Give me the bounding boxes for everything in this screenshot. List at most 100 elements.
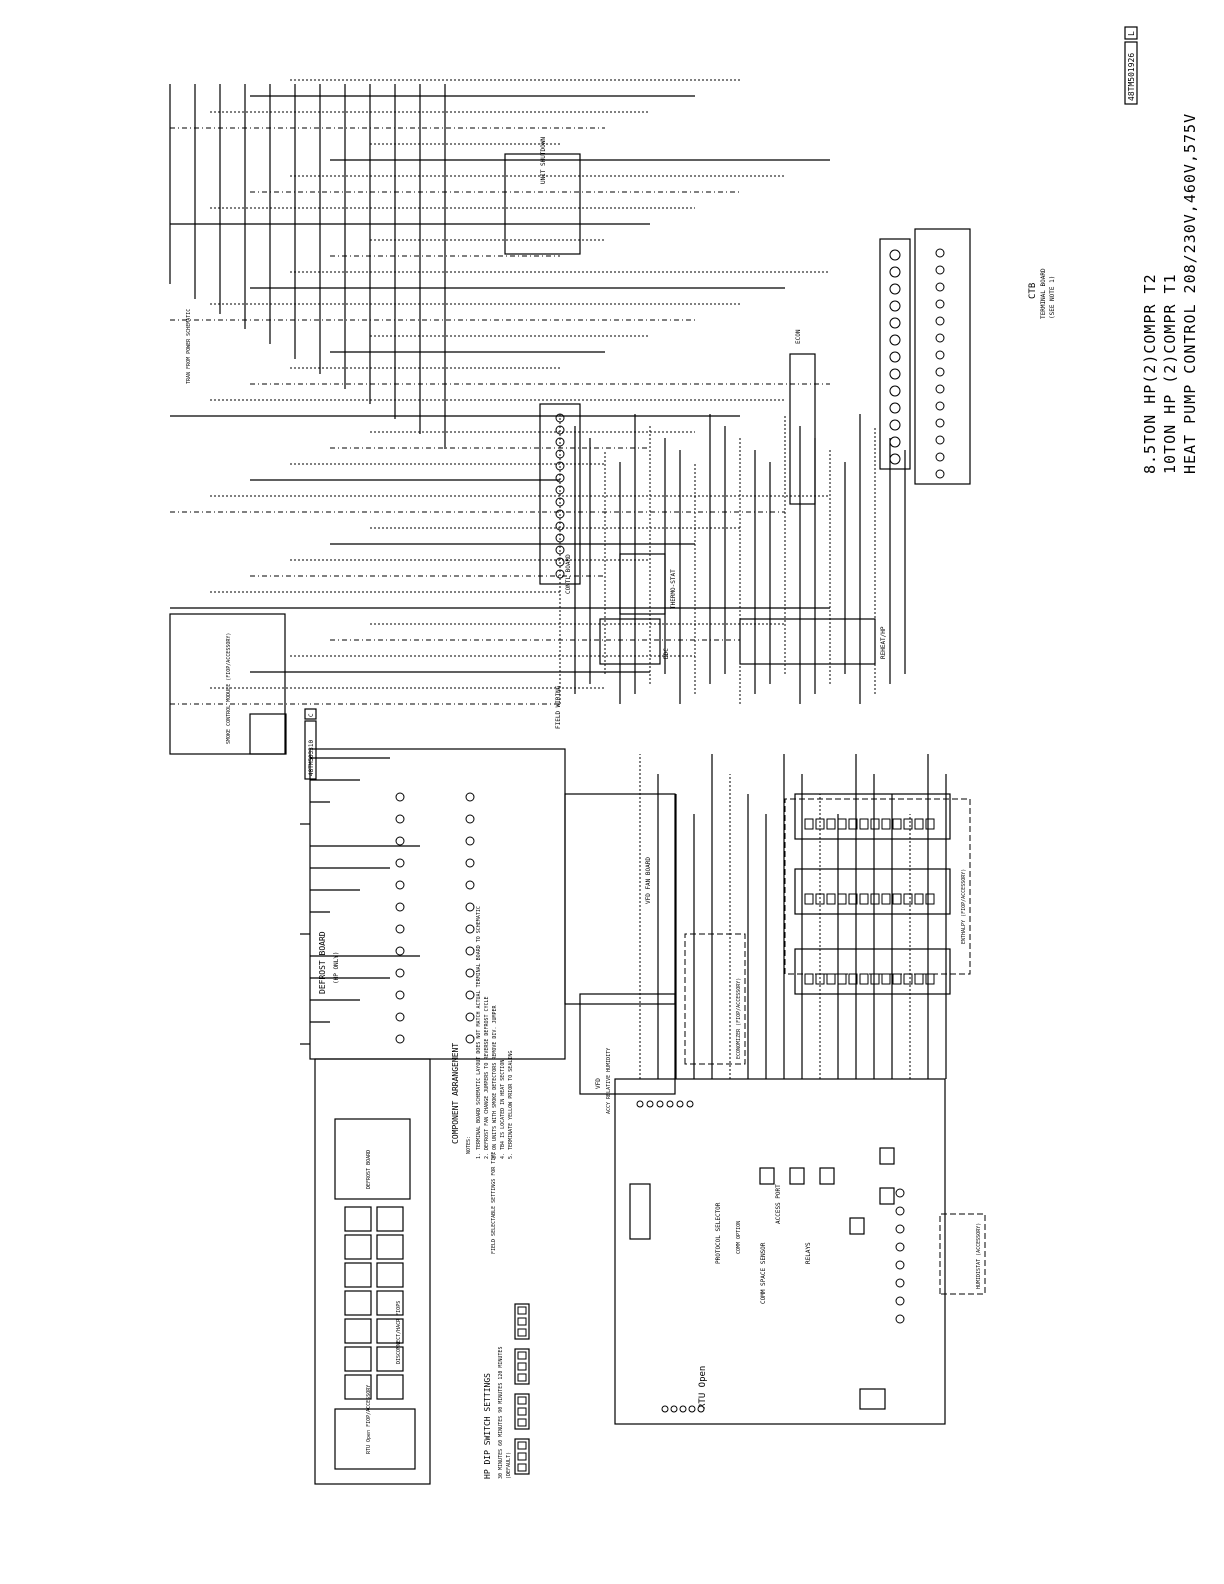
pl6-pin [903, 973, 913, 985]
terminal-pin [465, 968, 475, 978]
terminal-pin [676, 1100, 684, 1108]
ctb-sub-label: TERMINAL BOARD [1040, 268, 1047, 319]
note-1: 1. TERMINAL BOARD SCHEMATIC LAYOUT DOES … [476, 906, 482, 1159]
component-disconnect-label: DISCONNECT/HACR FIOPS [396, 1301, 402, 1364]
humidistat-label: HUMIDISTAT (ACCESSORY) [976, 1223, 982, 1289]
pl6-pin [870, 818, 880, 830]
dip-default: (DEFAULT) [506, 1452, 512, 1479]
dip-switch-toggle [517, 1373, 527, 1382]
terminal-pin [465, 858, 475, 868]
pl6-pin [826, 893, 836, 905]
dip-switch-toggle [517, 1351, 527, 1360]
pl6-pin [870, 893, 880, 905]
ddc-block: DDC [599, 618, 670, 665]
humidity-label: ACCY RELATIVE HUMIDITY [606, 1048, 612, 1114]
component-box [376, 1318, 404, 1344]
relay-block [759, 1167, 775, 1185]
enthalpy-block: ENTHALPY (FIOP/ACCESSORY) [784, 798, 971, 975]
pl6-housing [794, 948, 951, 995]
ddc-label: DDC [663, 648, 670, 659]
vfd-fan-label: VFD FAN BOARD [645, 857, 652, 904]
terminal-pin [889, 300, 901, 312]
component-box [344, 1234, 372, 1260]
title-line2: 10TON HP (2)COMPR T1 [1161, 273, 1179, 474]
notes-block: NOTES: 1. TERMINAL BOARD SCHEMATIC LAYOU… [466, 906, 514, 1159]
relay-block [789, 1167, 805, 1185]
pl6-pin [925, 893, 935, 905]
thermostat-block: THERMO-STAT [619, 553, 677, 615]
component-box [376, 1234, 404, 1260]
relays-label: RELAYS [805, 1242, 812, 1264]
component-box [344, 1206, 372, 1232]
pl6-pin [903, 893, 913, 905]
tran-from-label: TRAN FROM POWER SCHEMATIC [186, 309, 192, 384]
terminal-pin [395, 924, 405, 934]
terminal-pin [889, 334, 901, 346]
defrost-board-label: DEFROST BOARD [318, 931, 327, 994]
economizer-block: ECONOMIZER (FIOP/ACCESSORY) [684, 933, 746, 1065]
terminal-pin [935, 316, 945, 326]
terminal-pin [670, 1405, 678, 1413]
pl6-pin [804, 818, 814, 830]
dip-switch-toggle [517, 1441, 527, 1450]
pl6-pin [914, 893, 924, 905]
component-rtu-label: RTU Open FIOP/ACCESSORY [366, 1385, 372, 1454]
terminal-pin [395, 880, 405, 890]
terminal-pin [895, 1224, 905, 1234]
component-arrangement: COMPONENT ARRANGEMENT DEFROST BOARD RTU … [314, 1043, 460, 1485]
relay-block [819, 1167, 835, 1185]
pl6-pin [804, 893, 814, 905]
pl6-pin [848, 818, 858, 830]
terminal-pin [395, 792, 405, 802]
rtu-open-label: RTU Open [698, 1366, 708, 1409]
dip-times: 30 MINUTES 60 MINUTES 90 MINUTES 120 MIN… [498, 1347, 504, 1479]
pl6-pin [848, 893, 858, 905]
dip-switch-toggle [517, 1463, 527, 1472]
terminal-pin [895, 1260, 905, 1270]
hp-dip-switch-settings: HP DIP SWITCH SETTINGS 30 MINUTES 60 MIN… [483, 1152, 530, 1479]
terminal-pin [395, 968, 405, 978]
component-box [344, 1318, 372, 1344]
terminal-pin [889, 317, 901, 329]
terminal-pin [935, 265, 945, 275]
terminal-pin [688, 1405, 696, 1413]
note-2: 2. DEFROST FAN CHANGE JUMPERS TO REVERSE… [484, 996, 490, 1159]
terminal-pin [395, 1012, 405, 1022]
pl6-pin [859, 893, 869, 905]
terminal-pin [661, 1405, 669, 1413]
drawing-rev: L [1127, 31, 1136, 36]
field-wiring-label: FIELD WIRING [555, 685, 562, 729]
pl6-connectors [794, 793, 951, 995]
access-port-label: ACCESS PORT [775, 1184, 782, 1224]
terminal-pin [646, 1100, 654, 1108]
pl6-pin [826, 973, 836, 985]
pl6-pin [914, 818, 924, 830]
terminal-pin [465, 1012, 475, 1022]
relay-block [879, 1147, 895, 1165]
ctb-note-label: (SEE NOTE 1) [1049, 276, 1056, 319]
sub-drawing-rev: C [308, 713, 315, 717]
terminal-pin [935, 384, 945, 394]
pl6-pin [925, 973, 935, 985]
terminal-pin [935, 282, 945, 292]
defrost-board-sub: (HP ONLY) [333, 951, 340, 984]
terminal-pin [889, 266, 901, 278]
component-box [376, 1206, 404, 1232]
reheat-label: REHEAT/HP [880, 626, 887, 659]
pl6-housing [794, 793, 951, 840]
component-box [376, 1346, 404, 1372]
component-box [376, 1262, 404, 1288]
terminal-pin [395, 814, 405, 824]
terminal-pin [935, 333, 945, 343]
pl6-pin [870, 973, 880, 985]
pl6-pin [859, 818, 869, 830]
pl6-pin [925, 818, 935, 830]
thermostat-label: THERMO-STAT [670, 569, 677, 609]
vfd-label: VFD [595, 1078, 602, 1089]
terminal-pin [935, 299, 945, 309]
terminal-pin [636, 1100, 644, 1108]
terminal-pin [889, 453, 901, 465]
terminal-pin [465, 990, 475, 1000]
terminal-pin [465, 902, 475, 912]
